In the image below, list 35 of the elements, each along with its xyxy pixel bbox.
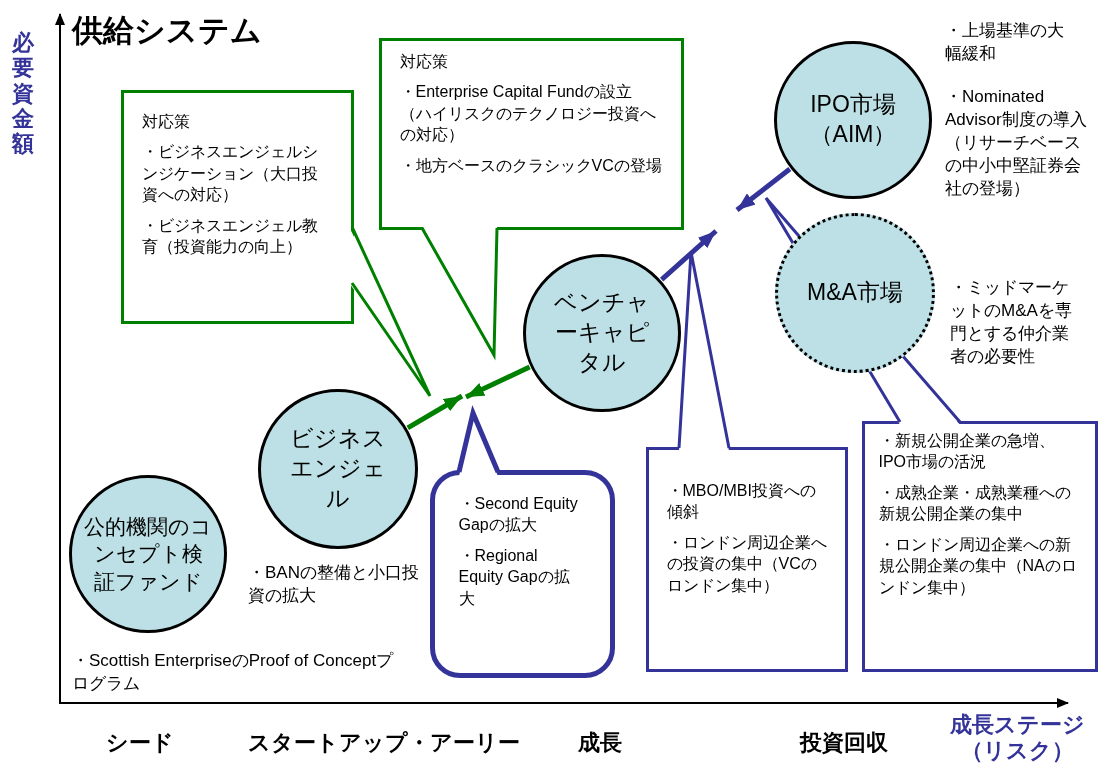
axis-label: 成長ステージ（リスク） xyxy=(948,712,1086,765)
circle-label: M&A市場 xyxy=(806,278,904,308)
circle-label: ベンチャーキャピタル xyxy=(553,288,651,377)
note-text: ・Scottish EnterpriseのProof of Conceptプログラム xyxy=(72,650,395,695)
circle-label: ビジネスエンジェル xyxy=(289,424,387,513)
arrow xyxy=(406,393,464,431)
note-text: ・Nominated Advisor制度の導入（リサーチベースの中小中堅証券会社の登場） xyxy=(945,86,1088,200)
circle-label: 公的機関のコンセプト検証ファンド xyxy=(84,514,212,595)
note-text: ・BANの整備と小口投資の拡大 xyxy=(248,562,420,607)
circle-label: IPO市場（AIM） xyxy=(808,90,898,149)
bullet-text: ・ロンドン周辺企業への新規公開企業の集中（NAのロンドン集中） xyxy=(878,534,1078,599)
stage-label: スタートアップ・アーリー xyxy=(248,730,521,757)
arrow xyxy=(659,229,718,282)
note-text: ・ミッドマーケットのM&Aを専門とする仲介業者の必要性 xyxy=(950,277,1073,368)
callout-box xyxy=(861,420,1098,672)
bullet-text: ・Regional Equity Gapの拡大 xyxy=(458,545,571,609)
stage-label: シード xyxy=(106,730,175,757)
arrow xyxy=(464,364,531,400)
bullet-text: ・Enterprise Capital Fundの設立（ハイリスクのテクノロジー投資への対応） xyxy=(399,82,657,146)
bullet-text: ・MBO/MBI投資への傾斜 xyxy=(666,480,817,523)
callout-heading: 対応策 xyxy=(399,51,449,72)
callout-heading: 対応策 xyxy=(141,111,191,132)
bullet-text: ・地方ベースのクラシックVCの登場 xyxy=(399,155,663,176)
arrow xyxy=(735,167,792,212)
bullet-text: ・ビジネスエンジェルシンジケーション（大口投資への対応） xyxy=(141,142,319,206)
bullet-text: ・Second Equity Gapの拡大 xyxy=(458,493,579,536)
bullet-text: ・ビジネスエンジェル教育（投資能力の向上） xyxy=(141,215,319,258)
bullet-text: ・成熟企業・成熟業種への新規公開企業の集中 xyxy=(878,482,1072,525)
stage-label: 投資回収 xyxy=(800,730,889,757)
axis-label: 必要資金額 xyxy=(12,30,35,157)
note-text: ・上場基準の大幅緩和 xyxy=(945,20,1065,65)
bullet-text: ・ロンドン周辺企業への投資の集中（VCのロンドン集中） xyxy=(666,532,827,596)
diagram-title: 供給システム xyxy=(72,12,262,50)
stage-label: 成長 xyxy=(578,730,623,757)
bullet-text: ・新規公開企業の急増、IPO市場の活況 xyxy=(878,430,1056,473)
